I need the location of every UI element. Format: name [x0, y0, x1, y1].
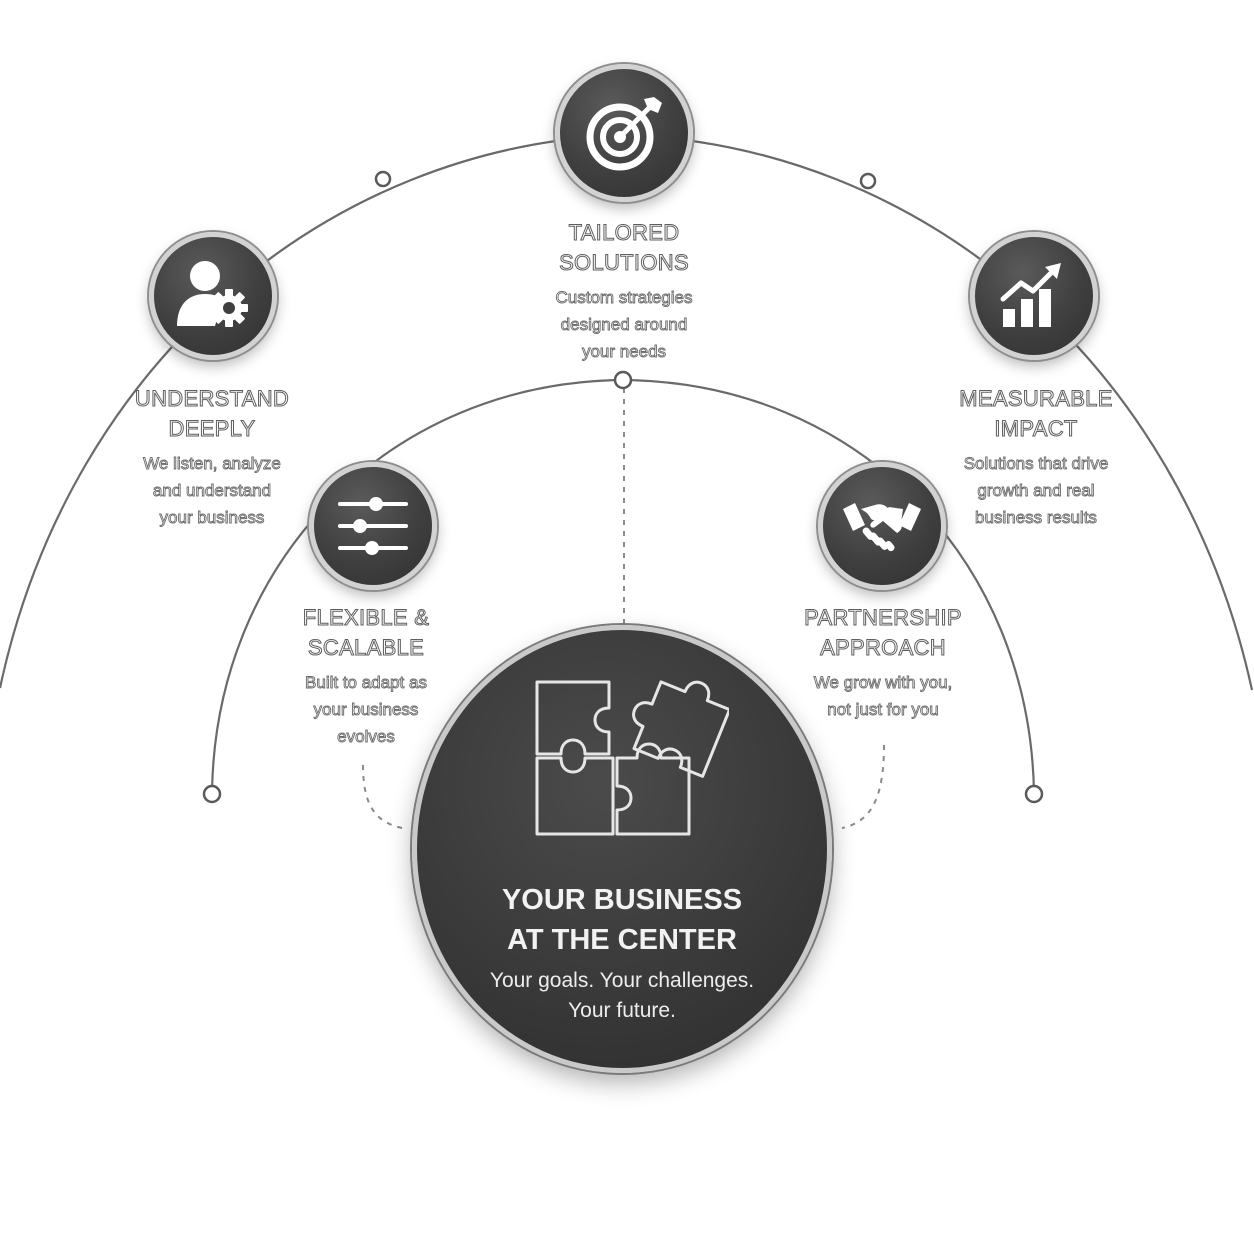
sliders-icon [338, 497, 408, 555]
partnership-approach-label: PARTNERSHIP APPROACH We grow with you, n… [753, 603, 1013, 723]
pillar-title: PARTNERSHIP APPROACH [804, 605, 962, 661]
understand-deeply-node [149, 232, 277, 360]
pillar-title: MEASURABLE IMPACT [959, 386, 1113, 442]
measurable-impact-node [970, 232, 1098, 360]
target-icon [586, 97, 662, 171]
tailored-solutions-label: TAILORED SOLUTIONS Custom strategies des… [494, 218, 754, 365]
pillar-description: Built to adapt as your business evolves [305, 673, 428, 747]
pillar-description: We listen, analyze and understand your b… [143, 454, 282, 528]
tailored-solutions-node [555, 64, 693, 202]
measurable-impact-label: MEASURABLE IMPACT Solutions that drive g… [906, 384, 1166, 531]
right-dashed-connector [841, 744, 885, 829]
pillar-description: Custom strategies designed around your n… [555, 288, 693, 362]
pillar-title: TAILORED SOLUTIONS [559, 220, 690, 276]
arc-dot [202, 784, 222, 804]
understand-deeply-label: UNDERSTAND DEEPLY We listen, analyze and… [82, 384, 342, 531]
arc-dot [859, 172, 877, 190]
pillar-title: UNDERSTAND DEEPLY [134, 386, 290, 442]
flexible-scalable-node [309, 462, 437, 590]
growth-chart-icon [1000, 263, 1061, 327]
arc-dot [613, 370, 633, 390]
partnership-approach-node [818, 462, 946, 590]
puzzle-icon [535, 680, 729, 836]
flexible-scalable-label: FLEXIBLE & SCALABLE Built to adapt as yo… [236, 603, 496, 750]
arc-dot [1024, 784, 1044, 804]
center-title: YOUR BUSINESS AT THE CENTER [501, 884, 743, 956]
handshake-icon [843, 503, 921, 552]
center-hub: YOUR BUSINESS AT THE CENTER Your goals. … [412, 625, 832, 1073]
user-gear-icon [177, 261, 248, 327]
arc-dot [374, 170, 392, 188]
left-dashed-connector [362, 764, 403, 829]
pillar-title: FLEXIBLE & SCALABLE [302, 605, 430, 661]
pillar-description: Solutions that drive growth and real bus… [963, 454, 1109, 528]
pillar-description: We grow with you, not just for you [813, 673, 953, 720]
center-subtitle: Your goals. Your challenges. Your future… [489, 969, 755, 1022]
